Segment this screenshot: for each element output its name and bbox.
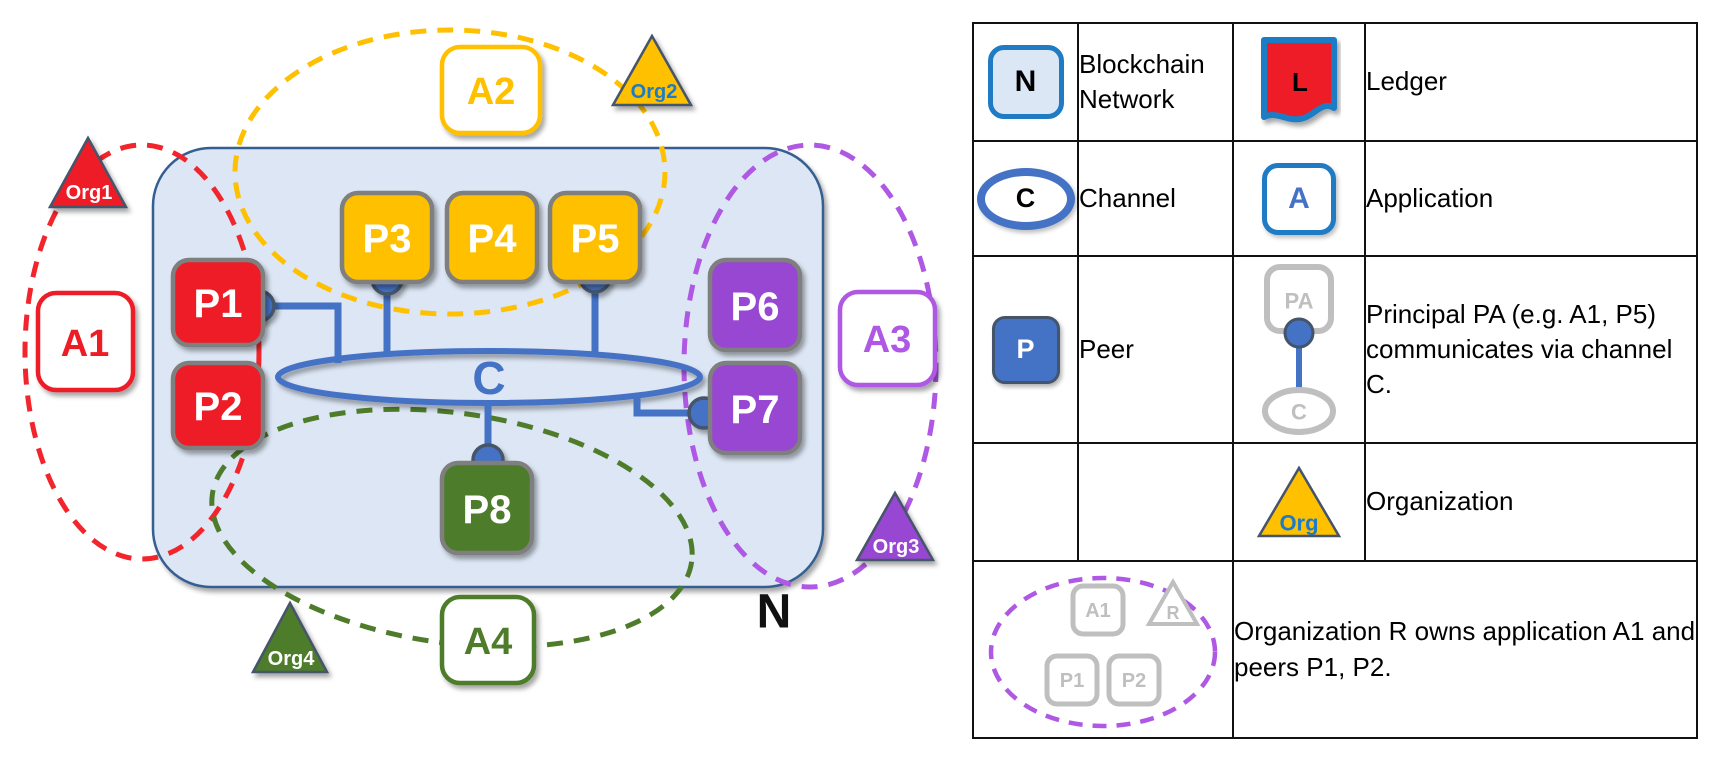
org4-triangle: [250, 600, 330, 674]
legend-empty-icon-cell: [972, 442, 1079, 562]
app-a3-box: [837, 289, 938, 388]
legend-network-icon-cell: N: [972, 22, 1079, 142]
app-a1-box: [35, 290, 136, 393]
peer-p8-box: [439, 460, 535, 556]
legend-table: N Blockchain Network L Ledger C Channel …: [972, 22, 1698, 739]
ownership-peer1-letter: P1: [1060, 670, 1084, 692]
legend-row-organization: Org Organization: [972, 442, 1698, 562]
ownership-org-letter: R: [1167, 603, 1180, 623]
peer-p6-box: [707, 257, 803, 353]
network-diagram: P1 P2 P3 P4 P5 P6 P7 P8 A1 A2 A3 A4 Org1…: [22, 27, 939, 686]
org3-label: Org3: [873, 536, 920, 558]
peer-p2-box: [170, 360, 266, 451]
legend-row-channel-application: C Channel A Application: [972, 140, 1698, 257]
channel-icon: C: [976, 167, 1075, 230]
peer-p2-label: P2: [194, 385, 243, 429]
peer-p4-label: P4: [468, 217, 518, 261]
legend-ledger-label: Ledger: [1364, 22, 1698, 142]
peer-p4-box: [444, 190, 540, 285]
peer-p1-box: [170, 257, 266, 348]
app-a4-box: [439, 594, 537, 686]
legend-principal-label: Principal PA (e.g. A1, P5) communicates …: [1364, 255, 1698, 444]
org4-boundary-ellipse: [209, 406, 695, 650]
legend-org-icon-cell: Org: [1232, 442, 1366, 562]
app-a4-label: A4: [464, 621, 513, 663]
app-a1-label: A1: [61, 323, 110, 365]
principal-channel-letter: C: [1291, 399, 1307, 424]
legend-row-ownership: A1 R P1 P2 Organization R owns applicati…: [972, 560, 1698, 739]
legend-ownership-icon-cell: A1 R P1 P2: [972, 560, 1234, 739]
application-icon: A: [1262, 162, 1336, 235]
peer-p5-label: P5: [571, 217, 620, 261]
ownership-peer2-letter: P2: [1122, 670, 1146, 692]
org1-triangle: [47, 135, 129, 209]
org4-label: Org4: [268, 648, 316, 670]
ledger-icon-letter: L: [1292, 67, 1308, 97]
network-label: N: [757, 586, 792, 639]
org1-boundary-ellipse: [22, 142, 262, 562]
legend-channel-icon-cell: C: [972, 140, 1079, 257]
p1-channel-connector: [263, 302, 342, 363]
legend-empty-label-cell: [1077, 442, 1234, 562]
blockchain-network-area: [151, 146, 825, 589]
organization-icon-letter: Org: [1279, 511, 1318, 536]
app-a2-box: [439, 44, 543, 136]
legend-ownership-label: Organization R owns application A1 and p…: [1232, 560, 1698, 739]
legend-application-icon-cell: A: [1232, 140, 1366, 257]
peer-p7-label: P7: [731, 388, 780, 432]
peer-p8-label: P8: [463, 488, 512, 532]
channel-label: C: [472, 352, 505, 404]
peer-p3-label: P3: [363, 217, 412, 261]
legend-row-network-ledger: N Blockchain Network L Ledger: [972, 22, 1698, 142]
ledger-icon: L: [1261, 37, 1337, 123]
peer-p1-label: P1: [194, 282, 243, 326]
legend-application-label: Application: [1364, 140, 1698, 257]
app-a3-label: A3: [863, 319, 912, 361]
p7-channel-connector: [633, 395, 699, 417]
legend-ledger-icon-cell: L: [1232, 22, 1366, 142]
legend-network-label: Blockchain Network: [1077, 22, 1234, 142]
legend-channel-label: Channel: [1077, 140, 1234, 257]
legend-peer-icon-cell: P: [972, 255, 1079, 444]
org1-label: Org1: [66, 182, 113, 204]
peer-p3-box: [339, 190, 435, 285]
organization-icon: Org: [1256, 465, 1342, 538]
peer-p7-box: [707, 360, 803, 456]
peer-p5-box: [547, 190, 643, 285]
principal-pa-letter: PA: [1285, 288, 1314, 313]
organization-ownership-icon: A1 R P1 P2: [988, 575, 1218, 728]
org3-triangle: [854, 490, 936, 562]
ownership-app-letter: A1: [1085, 600, 1111, 622]
org2-boundary-ellipse: [232, 27, 668, 317]
legend-peer-label: Peer: [1077, 255, 1234, 444]
peer-p6-label: P6: [731, 285, 780, 329]
legend-org-label: Organization: [1364, 442, 1698, 562]
org2-label: Org2: [631, 81, 678, 103]
legend-row-peer-principal: P Peer PA C Principal PA (e.g. A1, P5) c…: [972, 255, 1698, 444]
principal-pa-icon: PA C: [1262, 263, 1336, 435]
org2-triangle: [610, 33, 694, 107]
app-a2-label: A2: [467, 71, 516, 113]
network-icon: N: [987, 45, 1064, 119]
legend-principal-icon-cell: PA C: [1232, 255, 1366, 444]
peer-icon: P: [991, 315, 1060, 384]
